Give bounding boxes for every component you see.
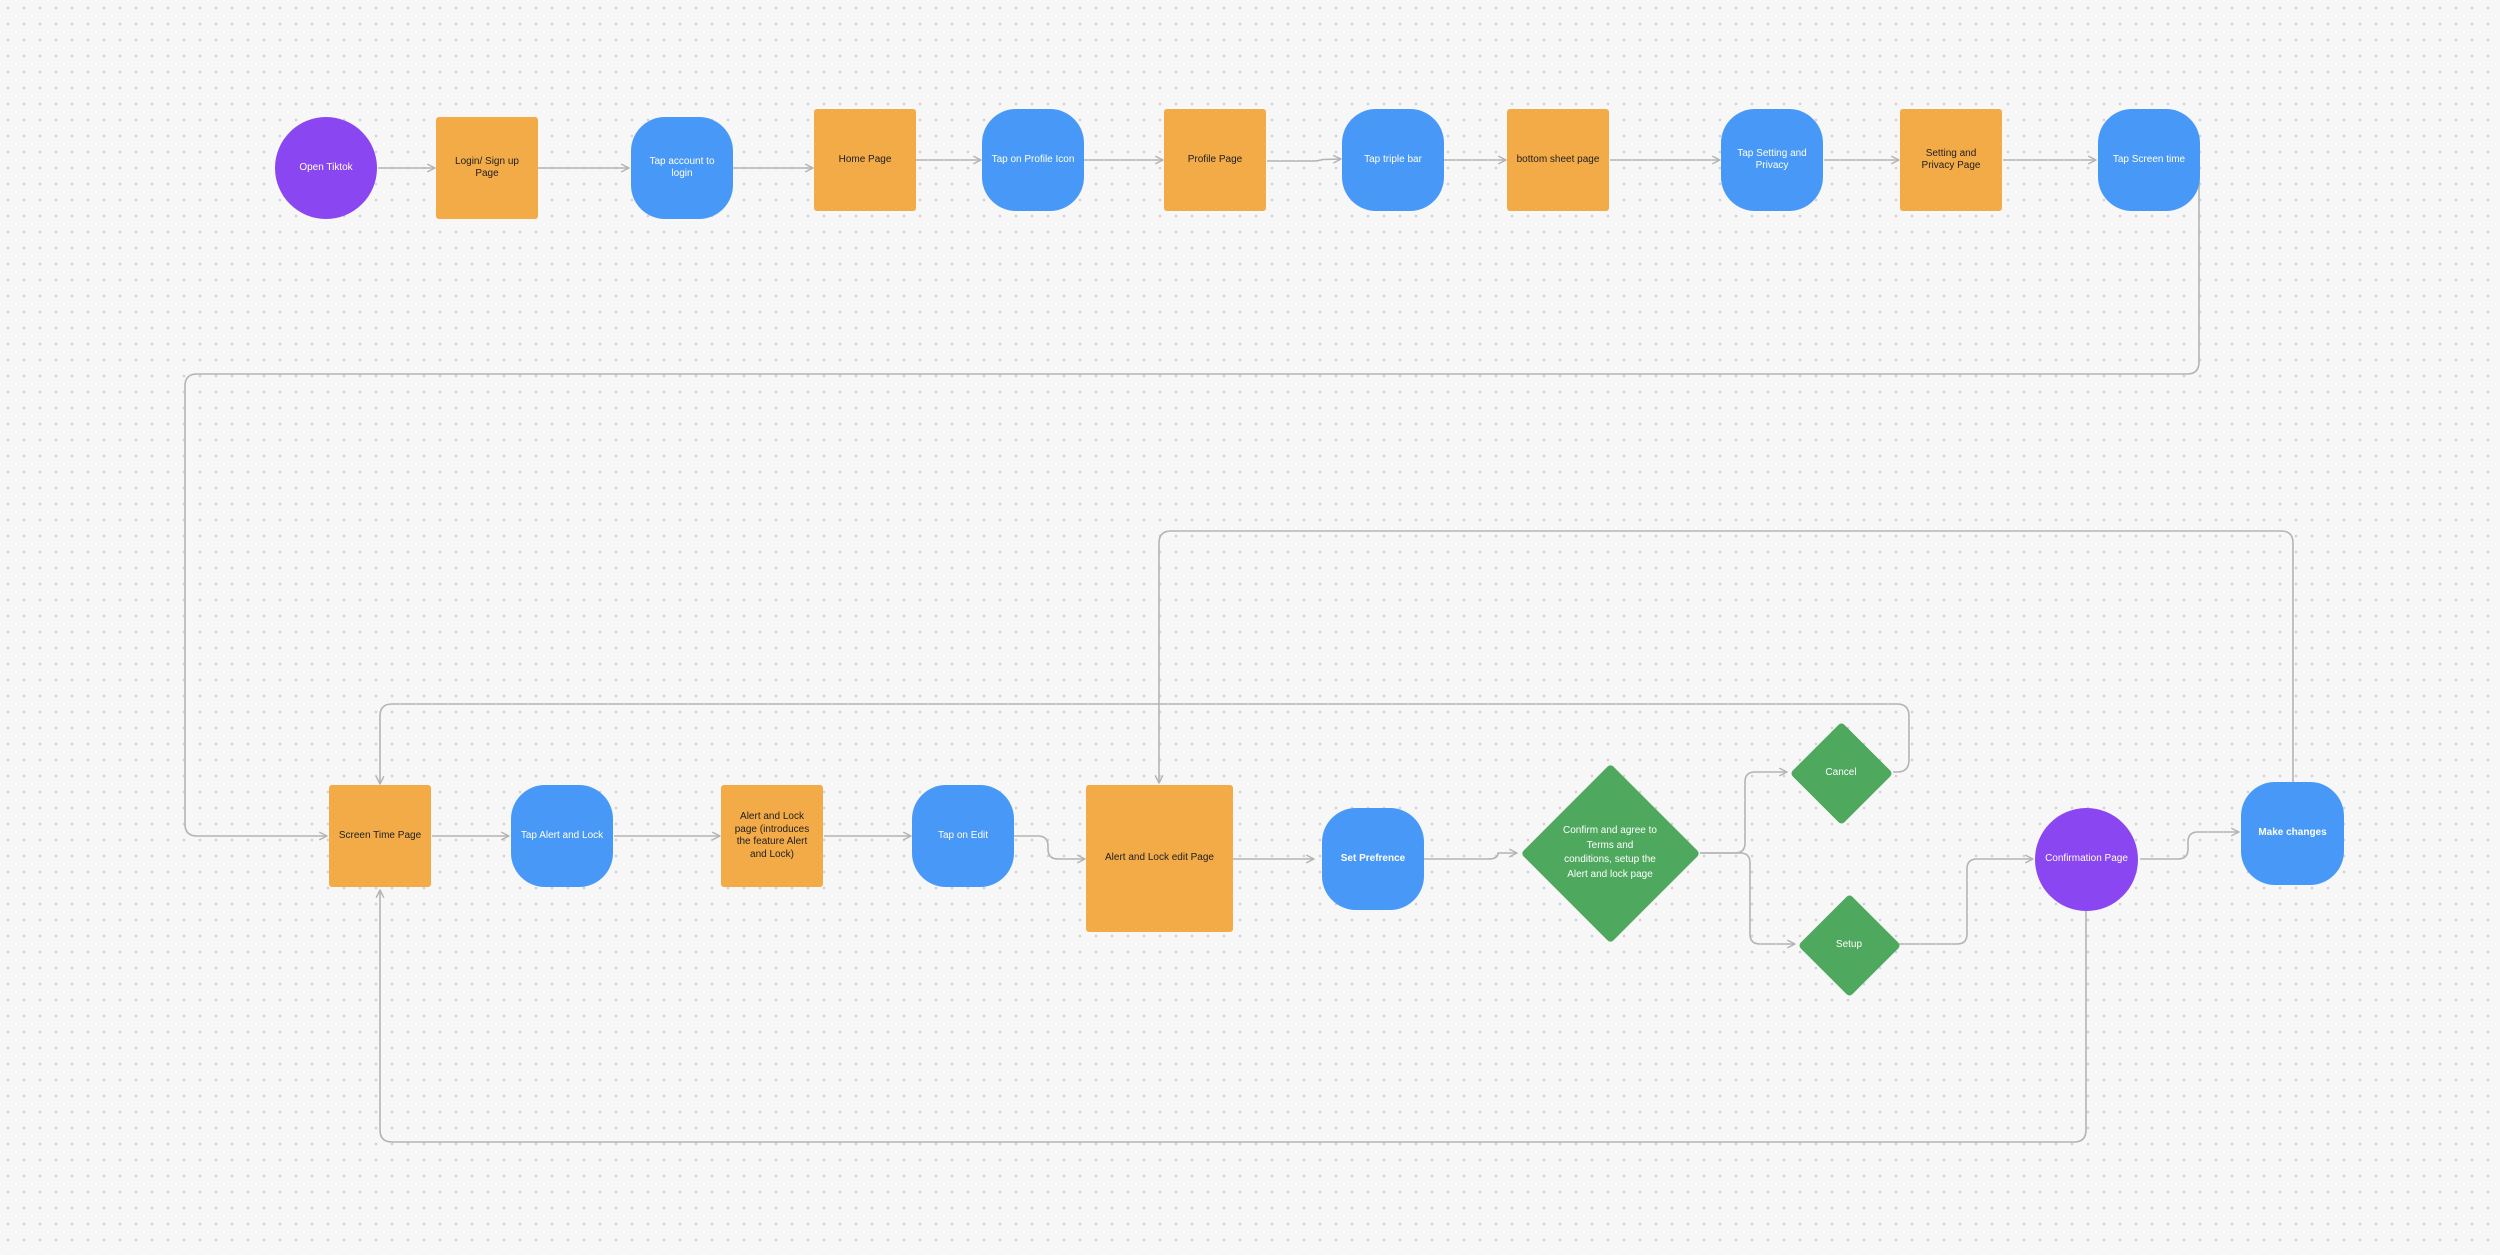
node-alert-lock-edit-page[interactable]: Alert and Lock edit Page xyxy=(1086,785,1233,932)
node-make-changes[interactable]: Make changes xyxy=(2241,782,2344,885)
node-alert-lock-page-label: Alert and Lock page (introduces the feat… xyxy=(734,811,810,860)
node-confirm-agree-decision[interactable]: Confirm and agree to Terms and condition… xyxy=(1520,763,1700,943)
node-cancel-decision[interactable]: Cancel xyxy=(1789,721,1893,825)
node-open-tiktok-label: Open Tiktok xyxy=(299,161,353,173)
node-bottom-sheet-page[interactable]: bottom sheet page xyxy=(1507,109,1609,211)
connector-cancel-to-screen-time-page xyxy=(375,703,1910,785)
connector-confirm-to-cancel xyxy=(1700,767,1788,854)
node-open-tiktok[interactable]: Open Tiktok xyxy=(275,117,377,219)
connector-confirmation-to-make-changes xyxy=(2140,827,2240,860)
node-tap-account-to-login-label: Tap account to login xyxy=(649,155,715,180)
node-tap-setting-privacy[interactable]: Tap Setting and Privacy xyxy=(1721,109,1823,211)
connector-confirm-to-setup xyxy=(1700,852,1796,949)
node-tap-on-edit-label: Tap on Edit xyxy=(937,829,989,841)
node-setup-label: Setup xyxy=(1835,938,1863,950)
node-screen-time-page[interactable]: Screen Time Page xyxy=(329,785,431,887)
node-tap-profile-icon[interactable]: Tap on Profile Icon xyxy=(982,109,1084,211)
node-set-preference-label: Set Prefrence xyxy=(1340,852,1406,864)
node-tap-profile-icon-label: Tap on Profile Icon xyxy=(991,153,1075,165)
node-home-page-label: Home Page xyxy=(838,153,892,165)
connector-make-changes-to-edit-page xyxy=(1154,530,2294,784)
node-login-signup-page-label: Login/ Sign up Page xyxy=(455,155,519,180)
node-setting-privacy-page-label: Setting and Privacy Page xyxy=(1921,147,1981,172)
node-home-page[interactable]: Home Page xyxy=(814,109,916,211)
node-tap-account-to-login[interactable]: Tap account to login xyxy=(631,117,733,219)
node-login-signup-page[interactable]: Login/ Sign up Page xyxy=(436,117,538,219)
node-tap-triple-bar[interactable]: Tap triple bar xyxy=(1342,109,1444,211)
connector-setup-to-confirmation xyxy=(1899,854,2034,945)
node-screen-time-page-label: Screen Time Page xyxy=(338,829,422,841)
node-set-preference[interactable]: Set Prefrence xyxy=(1322,808,1424,910)
node-tap-alert-lock[interactable]: Tap Alert and Lock xyxy=(511,785,613,887)
node-confirmation-page[interactable]: Confirmation Page xyxy=(2035,808,2138,911)
node-tap-alert-lock-label: Tap Alert and Lock xyxy=(520,829,604,841)
connector-confirmation-to-screen-time-page xyxy=(375,889,2087,1143)
node-tap-triple-bar-label: Tap triple bar xyxy=(1364,153,1422,165)
node-make-changes-label: Make changes xyxy=(2258,827,2327,839)
node-confirm-agree-label: Confirm and agree to Terms and condition… xyxy=(1563,825,1657,880)
connector-set-preference-to-confirm xyxy=(1424,848,1518,860)
connector-tap-edit-to-edit-page xyxy=(1014,835,1086,864)
node-setting-privacy-page[interactable]: Setting and Privacy Page xyxy=(1900,109,2002,211)
connector-tap-screen-time-to-screen-time-page xyxy=(184,180,2200,841)
node-alert-lock-page[interactable]: Alert and Lock page (introduces the feat… xyxy=(721,785,823,887)
node-tap-on-edit[interactable]: Tap on Edit xyxy=(912,785,1014,887)
node-tap-setting-privacy-label: Tap Setting and Privacy xyxy=(1737,147,1807,172)
node-alert-lock-edit-page-label: Alert and Lock edit Page xyxy=(1105,852,1214,864)
node-profile-page[interactable]: Profile Page xyxy=(1164,109,1266,211)
node-bottom-sheet-page-label: bottom sheet page xyxy=(1516,153,1600,165)
node-tap-screen-time-label: Tap Screen time xyxy=(2112,153,2186,165)
node-profile-page-label: Profile Page xyxy=(1187,153,1243,165)
node-setup-decision[interactable]: Setup xyxy=(1797,893,1901,997)
node-confirmation-page-label: Confirmation Page xyxy=(2045,853,2128,865)
node-cancel-label: Cancel xyxy=(1825,766,1857,778)
node-tap-screen-time[interactable]: Tap Screen time xyxy=(2098,109,2200,211)
connector-profile-page-to-tap-triple-bar xyxy=(1267,154,1342,164)
